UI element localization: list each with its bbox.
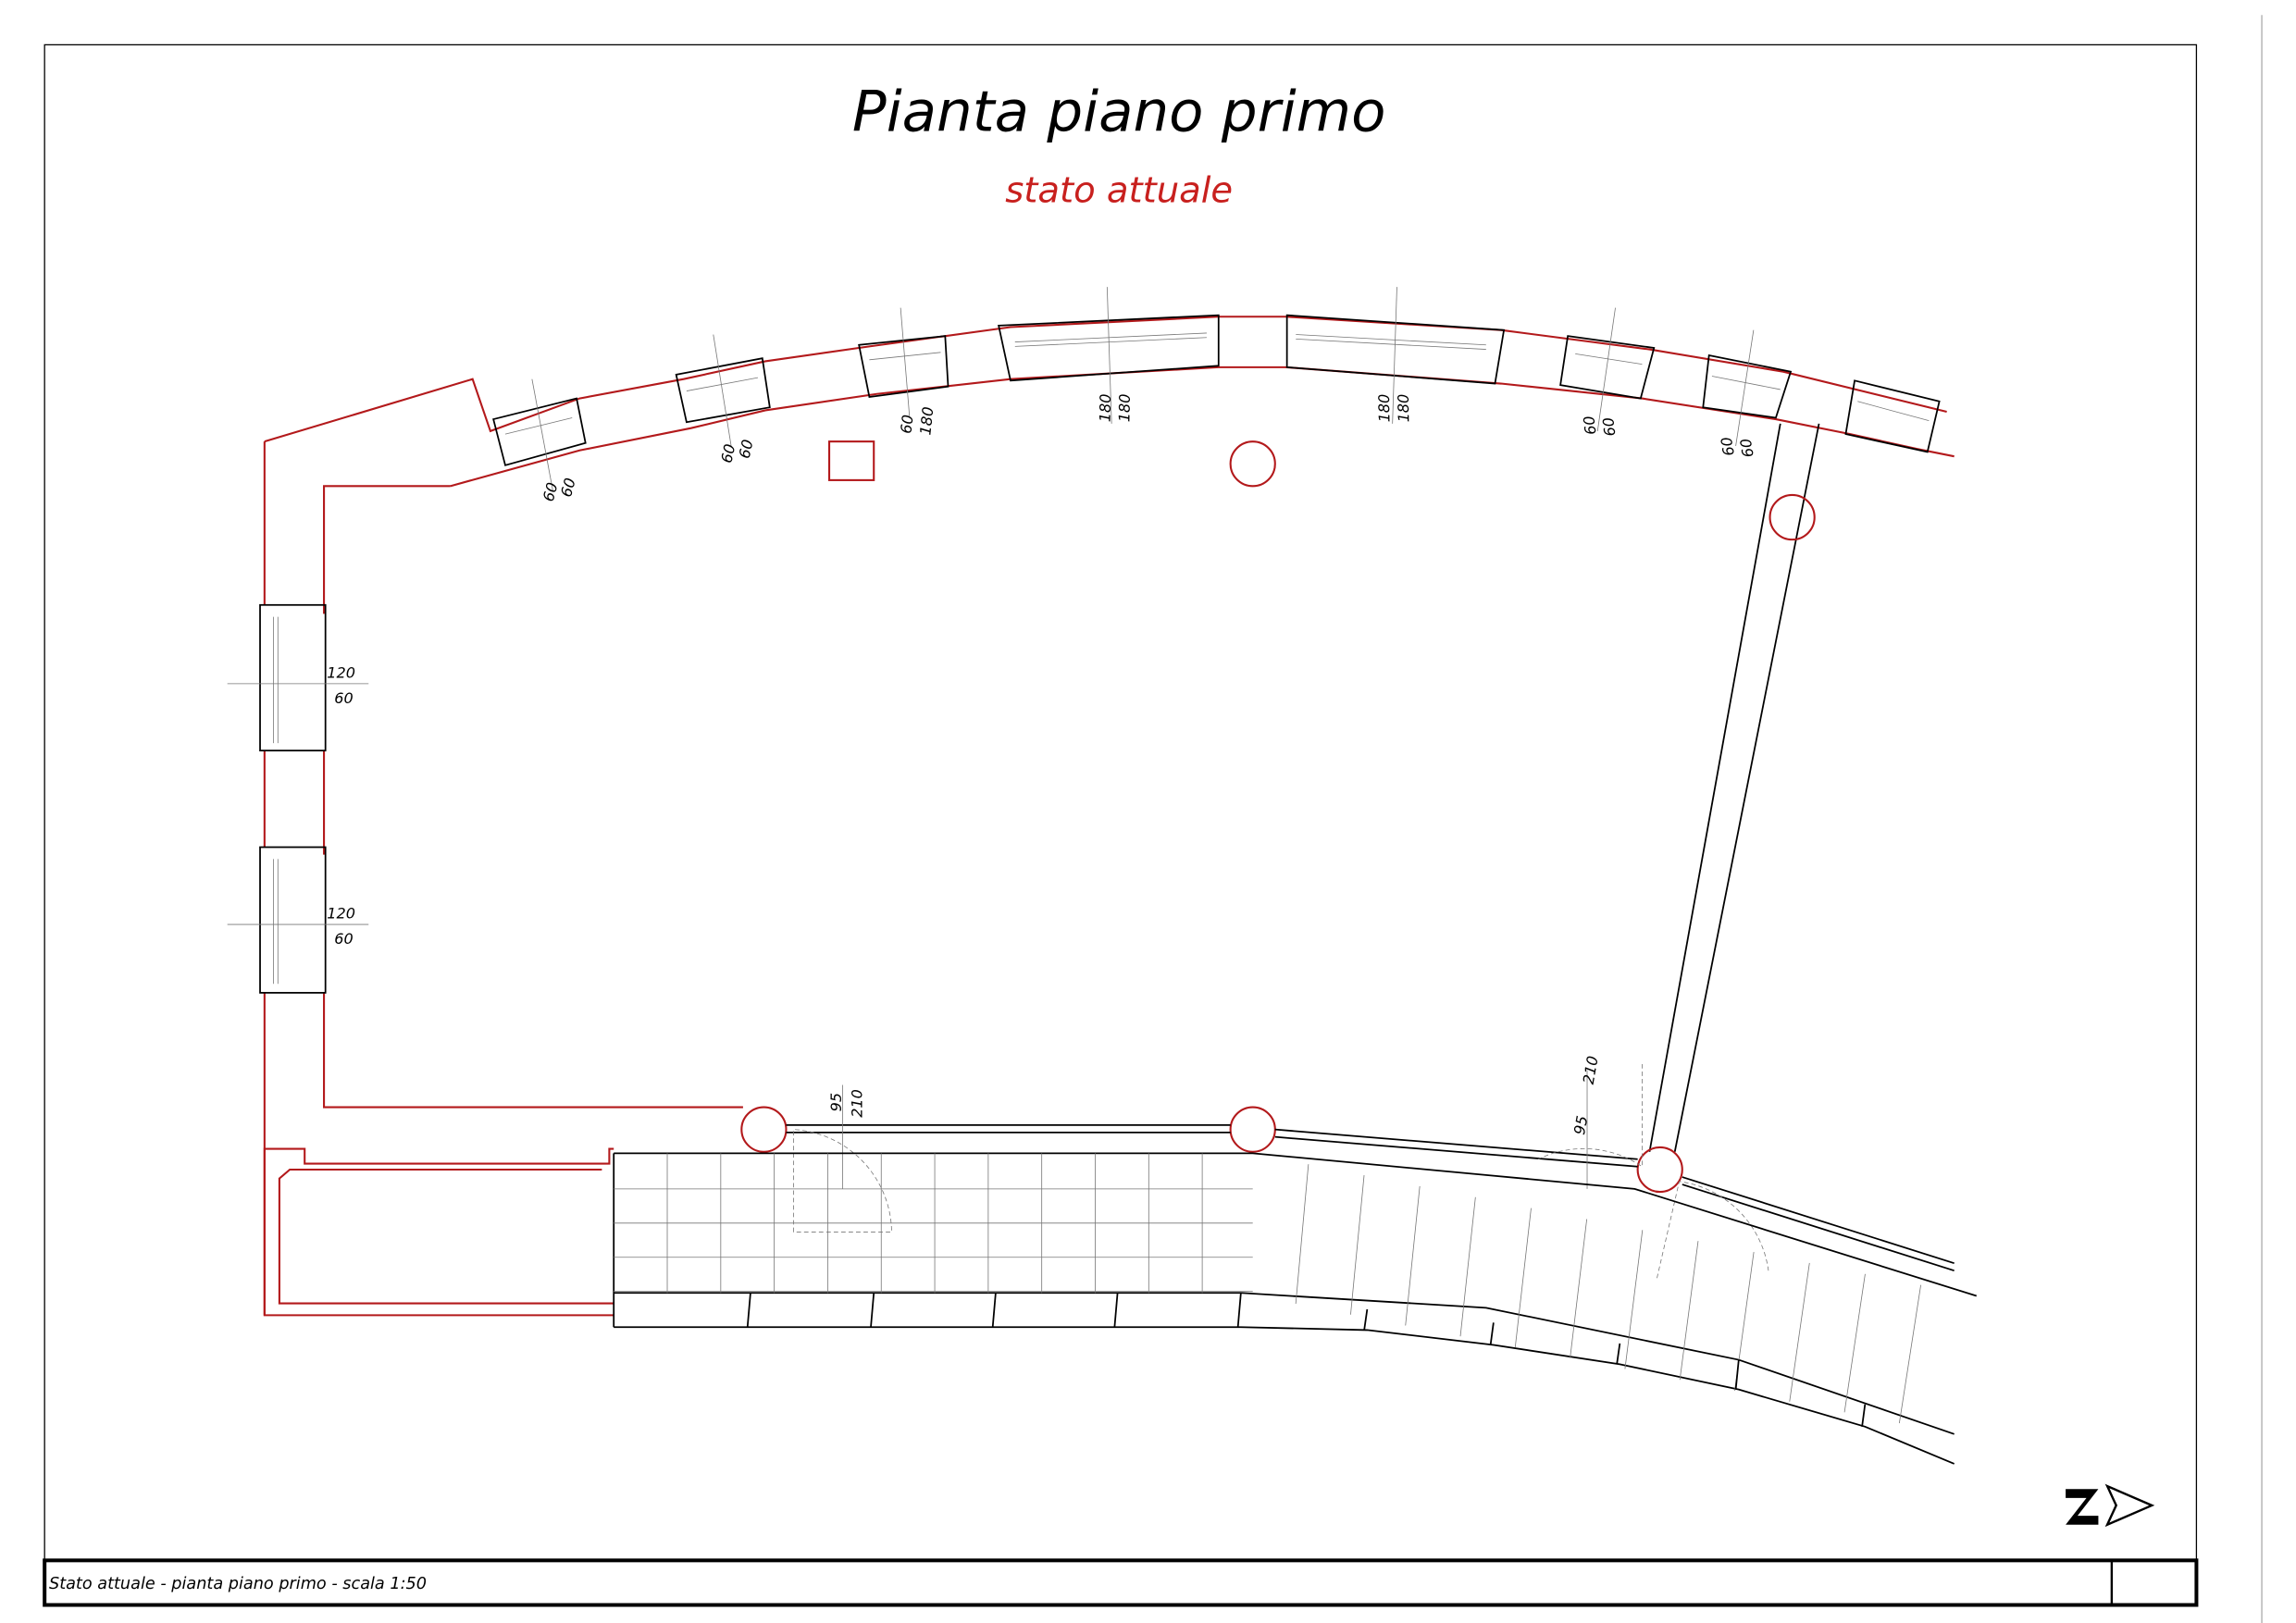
paving-line	[1679, 1241, 1699, 1381]
column	[1229, 440, 1276, 488]
svg-text:120: 120	[327, 905, 355, 923]
svg-text:60: 60	[334, 930, 353, 948]
paving-line	[1350, 1175, 1365, 1315]
column	[1769, 493, 1816, 541]
svg-text:60: 60	[1718, 436, 1738, 457]
svg-text:95: 95	[827, 1093, 845, 1111]
window-dimensions-top: 60 60 60 60 60 180 180 180 180 180 60 60…	[540, 393, 1757, 503]
svg-text:60: 60	[897, 414, 916, 434]
paving-line	[1459, 1196, 1476, 1337]
paving-line	[1514, 1208, 1532, 1348]
svg-text:210: 210	[1580, 1055, 1602, 1085]
right-wall	[1648, 423, 1820, 1152]
svg-text:60: 60	[557, 477, 579, 500]
drawing-title: Pianta piano primo	[852, 80, 1386, 145]
paving-line	[1570, 1219, 1588, 1358]
svg-text:60: 60	[1599, 416, 1619, 438]
svg-text:60: 60	[717, 442, 738, 465]
bottom-left-room	[263, 1147, 614, 1317]
railing-post	[1236, 1293, 1242, 1328]
svg-text:60: 60	[1580, 415, 1599, 436]
svg-text:60: 60	[1737, 437, 1757, 458]
column	[1636, 1146, 1683, 1194]
left-wall	[227, 441, 743, 1316]
door-dimensions: 95 210 95 210	[827, 1055, 1602, 1136]
column	[1229, 1106, 1276, 1153]
svg-text:120: 120	[327, 663, 355, 681]
drawing-frame	[43, 43, 2198, 1606]
column	[740, 1106, 788, 1153]
paving-line	[1295, 1164, 1309, 1305]
svg-text:180: 180	[1097, 393, 1115, 422]
footer-caption: Stato attuale - pianta piano primo - sca…	[49, 1575, 427, 1593]
chimney	[828, 440, 875, 481]
svg-text:180: 180	[916, 406, 937, 436]
paving-line	[1405, 1185, 1421, 1326]
svg-text:180: 180	[1375, 394, 1394, 423]
paving-line	[1898, 1284, 1921, 1424]
svg-text:95: 95	[1570, 1114, 1591, 1135]
svg-text:60: 60	[540, 480, 562, 503]
paving-line	[1789, 1262, 1810, 1402]
title-block: Stato attuale - pianta piano primo - sca…	[43, 1558, 2199, 1607]
svg-text:210: 210	[848, 1089, 865, 1118]
balcony	[613, 1152, 1978, 1465]
railing-post	[1489, 1322, 1495, 1345]
bottom-wall	[786, 1063, 1955, 1279]
railing-post	[1734, 1359, 1740, 1390]
svg-text:180: 180	[1115, 393, 1134, 422]
svg-text:60: 60	[736, 438, 757, 460]
railing-post	[991, 1293, 997, 1328]
paving-line	[1624, 1230, 1644, 1369]
north-arrow-icon	[2066, 1483, 2155, 1528]
svg-text:60: 60	[334, 689, 353, 707]
railing-post	[1363, 1308, 1369, 1331]
paving-line	[1843, 1273, 1866, 1413]
drawing-subtitle: stato attuale	[1005, 170, 1233, 212]
railing-post	[870, 1293, 875, 1328]
top-wall	[264, 287, 1955, 491]
railing-post	[746, 1293, 751, 1328]
railing-post	[1113, 1293, 1119, 1328]
svg-text:180: 180	[1395, 394, 1413, 423]
window-dimensions-left: 120 60 120 60	[327, 663, 355, 947]
railing-post	[1616, 1343, 1621, 1365]
columns	[740, 440, 1816, 1194]
railing-post	[1861, 1404, 1867, 1427]
